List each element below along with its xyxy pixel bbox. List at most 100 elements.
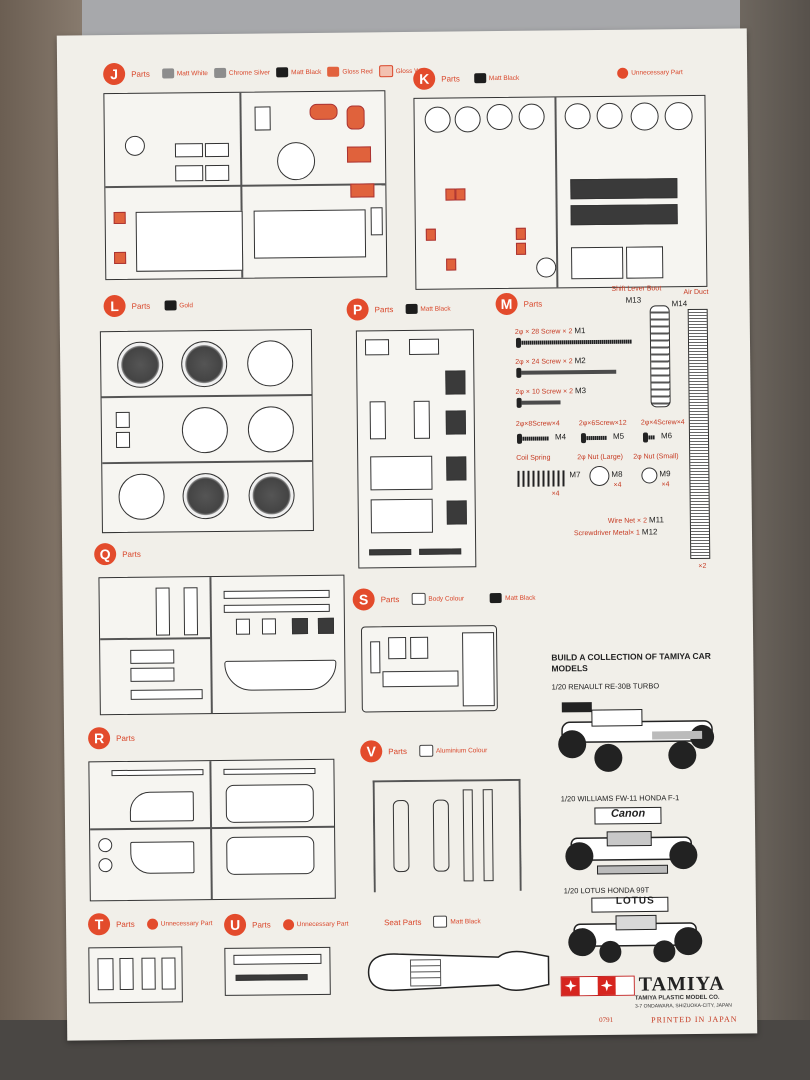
- parts-tree-l: [99, 328, 314, 534]
- legend-item: Gloss Red: [327, 66, 373, 77]
- legend-item: Aluminium Colour: [418, 744, 487, 757]
- section-r-parts-label: Parts: [116, 733, 135, 743]
- m7-qty: ×4: [551, 490, 560, 498]
- m5-code: M5: [612, 431, 625, 441]
- parts-tree-r: [88, 758, 336, 902]
- section-p-parts-label: Parts: [374, 304, 394, 314]
- car3-caption: 1/20 LOTUS HONDA 99T: [563, 885, 650, 896]
- matt-black-swatch-icon: [433, 915, 448, 928]
- section-j-header: J Parts Matt White Chrome Silver Matt Bl…: [103, 60, 431, 86]
- legend-item: Matt White: [161, 68, 208, 79]
- parts-tree-j: [103, 90, 388, 281]
- matt-black-swatch-icon: [490, 593, 503, 604]
- renault-car-illustration: [558, 702, 715, 772]
- m9-code: M9: [659, 469, 671, 479]
- section-t-badge: T: [87, 913, 111, 936]
- chrome-silver-swatch-icon: [213, 67, 226, 78]
- tamiya-brand-name: TAMIYA: [638, 972, 725, 996]
- car1-caption: 1/20 RENAULT RE-30B TURBO: [551, 681, 660, 692]
- m7-label: Coil Spring: [516, 454, 551, 462]
- company-name: TAMIYA PLASTIC MODEL CO.: [634, 994, 720, 1002]
- m9-qty: ×4: [661, 481, 670, 489]
- parts-tree-s: [360, 625, 498, 713]
- small-nut: [641, 467, 658, 484]
- legend-item: Body Colour: [411, 592, 464, 605]
- section-v-badge: V: [360, 740, 383, 763]
- section-k-parts-label: Parts: [441, 73, 460, 84]
- air-duct-label: Air Duct: [683, 288, 709, 297]
- section-v-header: V Parts Aluminium Colour: [360, 739, 487, 763]
- matt-black-swatch-icon: [473, 73, 486, 84]
- legend-item: Chrome Silver: [213, 67, 270, 78]
- section-m-parts-label: Parts: [523, 299, 543, 309]
- section-r-badge: R: [88, 727, 111, 750]
- unnecessary-part-dot-icon: [282, 918, 294, 930]
- m7-code: M7: [569, 470, 581, 480]
- m5-label: 2φ×6Screw×12: [578, 419, 627, 428]
- section-p-header: P Parts Matt Black: [346, 298, 451, 321]
- legend-item: Gold: [164, 300, 193, 311]
- section-l-badge: L: [103, 294, 126, 318]
- section-t-parts-label: Parts: [116, 919, 135, 929]
- section-l-parts-label: Parts: [131, 301, 151, 311]
- m12-label: Screwdriver Metal× 1 M12: [573, 527, 658, 538]
- m9-label: 2φ Nut (Small): [633, 453, 679, 461]
- parts-tree-v: [372, 778, 522, 893]
- section-s-header: S Parts Body Colour Matt Black: [352, 587, 536, 611]
- m4-screw: [520, 436, 550, 441]
- m14-code: M14: [671, 299, 688, 309]
- aluminium-colour-swatch-icon: [418, 744, 434, 757]
- lotus-car-illustration: [568, 896, 703, 963]
- section-j-badge: J: [103, 62, 126, 86]
- m2-label: 2φ × 24 Screw × 2 M2: [515, 356, 586, 366]
- shift-lever-boot: [649, 305, 671, 408]
- car2-caption: 1/20 WILLIAMS FW-11 HONDA F-1: [560, 793, 680, 804]
- m13-code: M13: [625, 295, 642, 305]
- parts-tree-k: [413, 94, 708, 290]
- gloss-white-swatch-icon: [378, 65, 393, 78]
- section-u-header: U Parts Unnecessary Part: [223, 913, 349, 936]
- legend-item: Matt Black: [490, 593, 536, 604]
- m3-screw: [520, 400, 561, 405]
- unnecessary-part-dot-icon: [617, 67, 629, 79]
- body-colour-swatch-icon: [411, 592, 426, 605]
- parts-tree-q: [98, 574, 346, 716]
- section-q-parts-label: Parts: [122, 549, 141, 559]
- unnecessary-part-dot-icon: [146, 918, 158, 930]
- section-j-parts-label: Parts: [131, 69, 150, 79]
- tamiya-logo: TAMIYA: [560, 972, 725, 998]
- m3-label: 2φ × 10 Screw × 2 M3: [515, 386, 587, 396]
- m4-label: 2φ×8Screw×4: [515, 420, 560, 428]
- coil-spring: [517, 470, 568, 487]
- large-nut: [589, 465, 610, 487]
- section-s-parts-label: Parts: [380, 594, 400, 604]
- parts-tree-p: [355, 329, 477, 569]
- section-p-badge: P: [346, 298, 369, 321]
- m6-screw: [646, 435, 656, 440]
- section-q-header: Q Parts: [94, 543, 141, 566]
- parts-tree-t: [88, 946, 183, 1004]
- m6-code: M6: [660, 431, 673, 441]
- instruction-sheet: J Parts Matt White Chrome Silver Matt Bl…: [56, 28, 758, 1041]
- matt-black-swatch-icon: [276, 67, 289, 78]
- section-k-header: K Parts Matt Black: [413, 67, 519, 90]
- legend-item: Matt Black: [433, 915, 481, 928]
- legend-item: Matt Black: [405, 303, 451, 315]
- m8-code: M8: [611, 469, 623, 479]
- section-u-parts-label: Parts: [252, 919, 271, 930]
- m8-label: 2φ Nut (Large): [577, 453, 624, 462]
- gloss-red-swatch-icon: [327, 66, 340, 77]
- seat-parts-label: Seat Parts: [384, 917, 422, 927]
- company-address: 3-7 ONDAWARA, SHIZUOKA-CITY, JAPAN: [634, 1002, 732, 1010]
- tamiya-stars-icon: [560, 975, 635, 996]
- section-v-parts-label: Parts: [388, 746, 407, 756]
- matt-black-swatch-icon: [405, 303, 418, 315]
- m14-qty: ×2: [698, 562, 707, 570]
- parts-tree-u: [224, 946, 331, 996]
- printed-in-japan: PRINTED IN JAPAN: [651, 1014, 738, 1025]
- m6-label: 2φ×4Screw×4: [640, 419, 685, 427]
- seat-part-illustration: [367, 950, 550, 992]
- car2-sponsor: Canon: [610, 807, 646, 820]
- gold-swatch-icon: [164, 300, 177, 311]
- section-m-header: M Parts: [495, 292, 543, 316]
